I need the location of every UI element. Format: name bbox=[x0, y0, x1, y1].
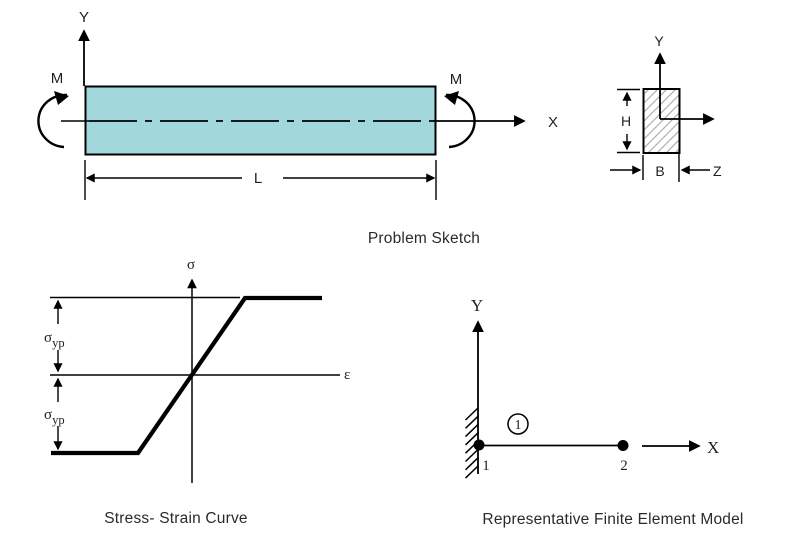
width-dimension bbox=[610, 151, 710, 182]
section-height-label: H bbox=[621, 113, 631, 129]
fe-x-axis-label: X bbox=[707, 438, 719, 457]
section-z-axis-label: Z bbox=[713, 163, 722, 179]
moment-left-label: M bbox=[51, 70, 64, 87]
moment-arrow-left-icon bbox=[37, 91, 69, 149]
moment-arrow-right-icon bbox=[444, 91, 476, 149]
node-1-marker bbox=[473, 439, 485, 451]
height-dimension bbox=[617, 88, 640, 154]
cross-section: Y H B Z bbox=[610, 33, 722, 182]
fe-model-caption: Representative Finite Element Model bbox=[482, 511, 743, 528]
sigma-axis-label: σ bbox=[187, 257, 195, 273]
bilinear-stress-strain-line bbox=[51, 295, 322, 456]
problem-sketch: Y X M M L bbox=[37, 9, 558, 200]
length-label: L bbox=[254, 170, 262, 187]
beam-x-axis-label: X bbox=[548, 114, 558, 131]
node-2-label: 2 bbox=[620, 458, 628, 474]
element-number-circle-icon bbox=[507, 413, 529, 435]
sigma-yp-lower-label: σyp bbox=[44, 407, 65, 427]
stress-strain-curve: σ ε σyp σyp bbox=[44, 257, 350, 483]
length-dimension bbox=[84, 160, 437, 200]
section-hatch-fill bbox=[642, 88, 681, 154]
finite-element-model: Y X 1 1 2 bbox=[464, 296, 719, 479]
section-y-axis-label: Y bbox=[654, 33, 664, 49]
node-2-marker bbox=[617, 440, 629, 451]
node-1-label: 1 bbox=[482, 458, 490, 474]
moment-right-label: M bbox=[450, 71, 463, 88]
beam-y-axis-label: Y bbox=[79, 9, 89, 26]
element-number-label: 1 bbox=[515, 418, 522, 433]
sigma-yp-upper-label: σyp bbox=[44, 330, 65, 350]
section-width-label: B bbox=[655, 163, 664, 179]
problem-sketch-caption: Problem Sketch bbox=[368, 230, 480, 247]
fe-y-axis-label: Y bbox=[471, 296, 483, 315]
stress-strain-caption: Stress- Strain Curve bbox=[104, 510, 248, 527]
epsilon-axis-label: ε bbox=[344, 367, 350, 383]
